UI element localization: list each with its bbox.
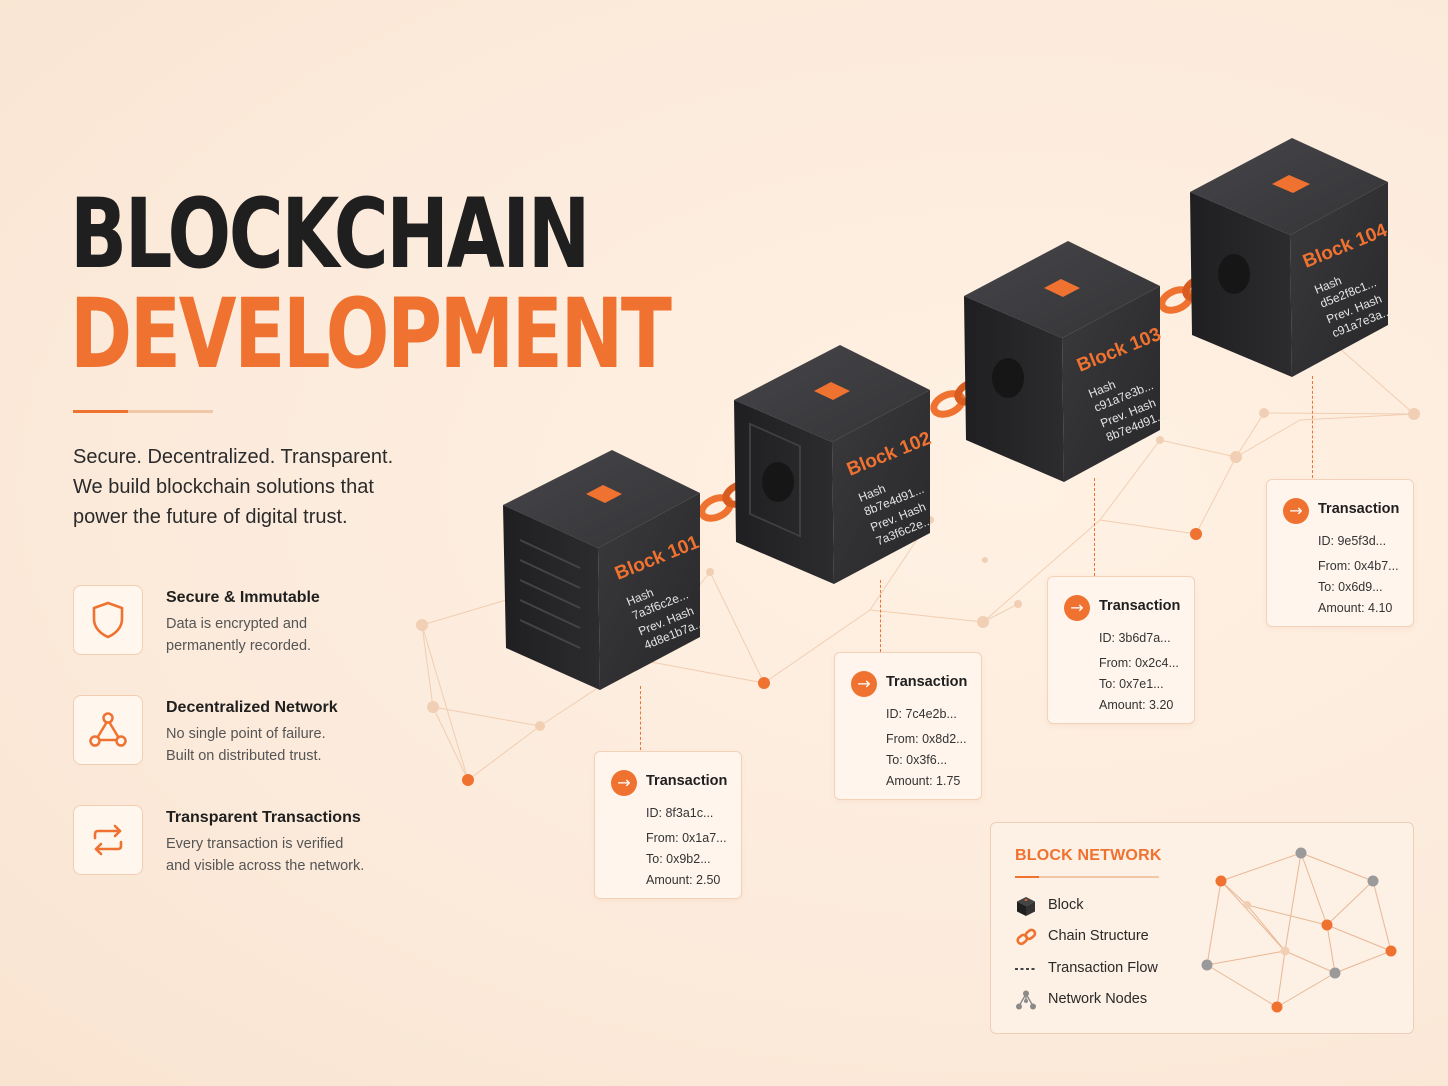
arrow-right-icon: → [1064,595,1090,621]
transaction-title: Transaction [646,773,728,789]
feature-desc-line: Data is encrypted and [166,616,308,632]
arrow-right-icon: → [1283,498,1309,524]
transaction-id: ID: 8f3a1c... [646,806,714,820]
title-line-2: DEVELOPMENT [70,278,672,390]
arrow-right-icon: → [851,671,877,697]
transaction-title: Transaction [886,674,968,690]
block-network-legend: BLOCK NETWORK Block Chain Structure Tran… [990,822,1414,1034]
legend-item-flow: Transaction Flow [1015,958,1215,980]
transaction-from: From: 0x8d2... [886,732,967,746]
block-104: Block 104 Hash d5e2f8c1... Prev. Hash c9… [1190,138,1393,377]
legend-title: BLOCK NETWORK [1015,847,1162,864]
legend-item-block: Block [1015,895,1215,917]
feature-desc-line: No single point of failure. [166,726,326,742]
transaction-amount: Amount: 1.75 [886,774,961,788]
transaction-card: → Transaction ID: 7c4e2b... From: 0x8d2.… [834,652,982,800]
feature-icon-box [73,805,143,875]
arrow-right-icon: → [611,770,637,796]
feature-desc-line: and visible across the network. [166,858,365,874]
transaction-amount: Amount: 3.20 [1099,698,1174,712]
transaction-flow-line [640,686,641,750]
transaction-id: ID: 3b6d7a... [1099,631,1171,645]
cube-icon [1017,897,1035,916]
legend-label: Network Nodes [1048,991,1148,1007]
transaction-id: ID: 9e5f3d... [1318,534,1387,548]
feature-icon-box [73,585,143,655]
tagline-line: power the future of digital trust. [73,506,348,528]
feature-transparent: Transparent Transactions Every transacti… [73,805,453,879]
legend-item-chain: Chain Structure [1015,926,1215,948]
transaction-from: From: 0x2c4... [1099,656,1179,670]
transaction-from: From: 0x4b7... [1318,559,1399,573]
feature-title: Transparent Transactions [166,809,361,826]
transaction-flow-line [880,580,881,652]
legend-item-nodes: Network Nodes [1015,989,1215,1011]
feature-desc-line: Built on distributed trust. [166,748,322,764]
repeat-icon [93,824,123,856]
legend-label: Transaction Flow [1048,960,1158,976]
feature-decentralized: Decentralized Network No single point of… [73,695,453,769]
feature-title: Secure & Immutable [166,589,320,606]
transaction-to: To: 0x7e1... [1099,677,1164,691]
title-line-1: BLOCKCHAIN [70,178,590,290]
feature-description: Data is encrypted and permanently record… [166,613,446,657]
network-nodes-icon [1016,990,1036,1010]
transaction-flow-line [1312,376,1313,478]
transaction-title: Transaction [1318,501,1400,517]
transaction-title: Transaction [1099,598,1181,614]
chain-link-icon [1016,928,1037,946]
feature-icon-box [73,695,143,765]
legend-label: Chain Structure [1048,928,1149,944]
transaction-card: → Transaction ID: 9e5f3d... From: 0x4b7.… [1266,479,1414,627]
tagline-line: We build blockchain solutions that [73,476,374,498]
network-icon [89,712,127,747]
dashed-line-icon [1015,968,1037,970]
transaction-flow-line [1094,478,1095,576]
transaction-to: To: 0x3f6... [886,753,948,767]
transaction-amount: Amount: 4.10 [1318,601,1393,615]
feature-description: Every transaction is verified and visibl… [166,833,446,877]
title-divider [73,410,213,413]
transaction-from: From: 0x1a7... [646,831,727,845]
block-102: Block 102 Hash 8b7e4d91... Prev. Hash 7a… [734,345,934,584]
legend-label: Block [1048,897,1084,913]
shield-icon [92,601,124,639]
transaction-to: To: 0x9b2... [646,852,711,866]
transaction-card: → Transaction ID: 8f3a1c... From: 0x1a7.… [594,751,742,899]
tagline: Secure. Decentralized. Transparent. We b… [73,442,433,532]
feature-secure: Secure & Immutable Data is encrypted and… [73,585,453,659]
transaction-amount: Amount: 2.50 [646,873,721,887]
legend-network-graph [1201,847,1397,1013]
block-101: Block 101 Hash 7a3f6c2e... Prev. Hash 4d… [503,450,706,690]
feature-desc-line: permanently recorded. [166,638,312,654]
feature-description: No single point of failure. Built on dis… [166,723,446,767]
legend-divider [1015,876,1159,878]
tagline-line: Secure. Decentralized. Transparent. [73,446,394,468]
feature-title: Decentralized Network [166,699,338,716]
transaction-to: To: 0x6d9... [1318,580,1383,594]
transaction-id: ID: 7c4e2b... [886,707,957,721]
block-103: Block 103 Hash c91a7e3b... Prev. Hash 8b… [964,241,1168,482]
feature-desc-line: Every transaction is verified [166,836,344,852]
transaction-card: → Transaction ID: 3b6d7a... From: 0x2c4.… [1047,576,1195,724]
